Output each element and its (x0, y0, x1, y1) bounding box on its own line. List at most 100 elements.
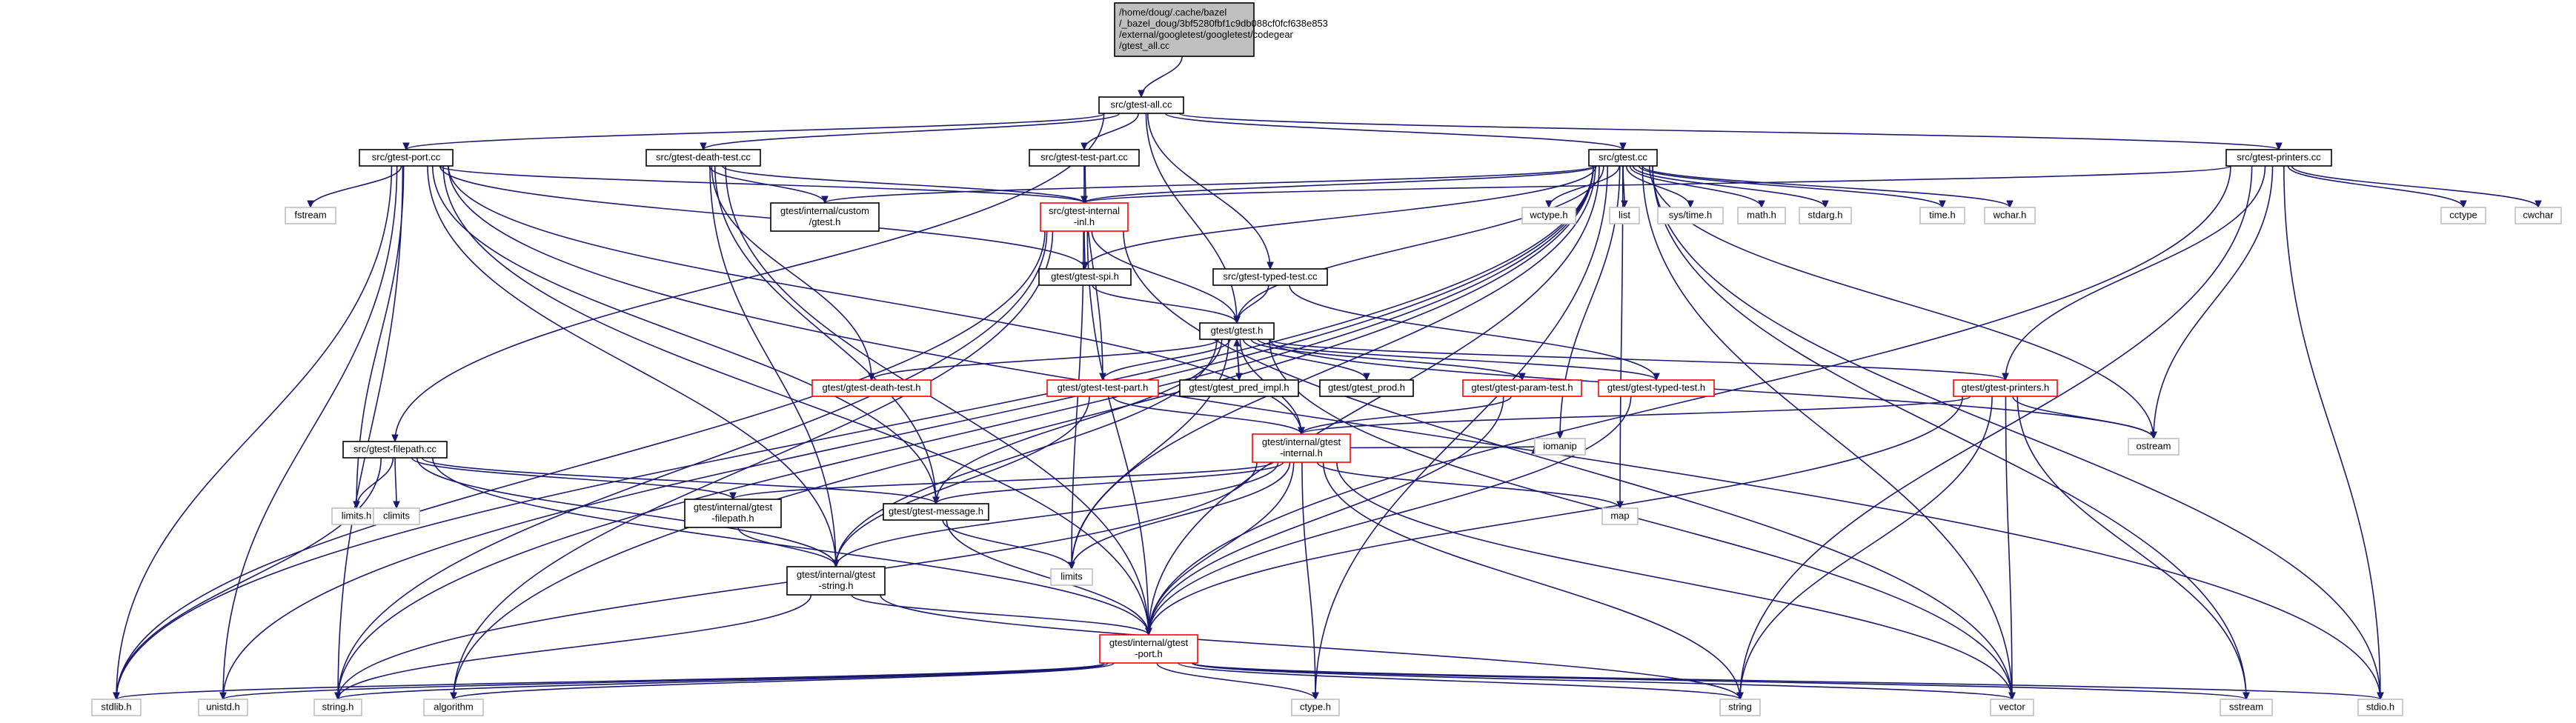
node-gtest-printers-cc[interactable]: src/gtest-printers.cc (2225, 149, 2332, 167)
node-limits-h[interactable]: limits.h (331, 507, 382, 525)
edge-gtest-port-h-to-vector (1191, 662, 2013, 700)
node-stdlib-h[interactable]: stdlib.h (91, 699, 142, 716)
node-box-sys-time-h (1657, 207, 1724, 224)
edge-gtest-string-h-to-gtest-port-h (851, 594, 1149, 636)
edge-gtest-cc-to-limits (1071, 165, 1596, 570)
node-sstream[interactable]: sstream (2220, 699, 2273, 716)
node-map[interactable]: map (1601, 507, 1639, 525)
node-gtest-all-cc[interactable]: src/gtest-all.cc (1098, 96, 1184, 114)
edge-gtest-death-test-cc-to-gtest-message-h (714, 165, 937, 504)
edge-gtest-port-h-to-string-h (337, 662, 1109, 700)
node-root[interactable]: /home/doug/.cache/bazel/_bazel_doug/3bf5… (1114, 2, 1328, 57)
node-time-h[interactable]: time.h (1919, 207, 1965, 224)
node-label-math-h-line-0: math.h (1747, 210, 1776, 221)
node-vector[interactable]: vector (1990, 699, 2034, 716)
node-box-algorithm (423, 699, 484, 716)
node-gtest-port-cc[interactable]: src/gtest-port.cc (359, 149, 454, 167)
node-label-gtest-port-h-line-1: -port.h (1135, 648, 1163, 659)
node-box-fstream (285, 207, 336, 224)
node-sys-time-h[interactable]: sys/time.h (1657, 207, 1724, 224)
node-gtest-internal-h[interactable]: gtest/internal/gtest-internal.h (1252, 433, 1351, 463)
node-gtest-filepath-h[interactable]: gtest/internal/gtest-filepath.h (684, 499, 782, 528)
arrowhead-gtest-printers-cc-to-gtest-internal-inl-h (1080, 196, 1088, 204)
arrowhead-gtest-filepath-h-to-gtest-string-h (832, 559, 840, 568)
node-label-custom-gtest-h-line-0: gtest/internal/custom (780, 205, 869, 216)
node-iomanip[interactable]: iomanip (1534, 438, 1586, 456)
node-wctype-h[interactable]: wctype.h (1521, 207, 1576, 224)
node-wchar-h[interactable]: wchar.h (1984, 207, 2036, 224)
arrowhead-gtest-all-cc-to-gtest-test-part-cc (1080, 142, 1088, 151)
node-label-limits-line-0: limits (1060, 571, 1083, 582)
node-label-gtest-test-part-h-line-0: gtest/gtest-test-part.h (1058, 382, 1149, 393)
node-label-wchar-h-line-0: wchar.h (1993, 210, 2027, 221)
node-string[interactable]: string (1719, 699, 1761, 716)
node-stdio-h[interactable]: stdio.h (2357, 699, 2403, 716)
node-gtest-death-test-h[interactable]: gtest/gtest-death-test.h (811, 379, 932, 397)
node-gtest-h[interactable]: gtest/gtest.h (1199, 322, 1275, 340)
edge-gtest-typed-test-h-to-gtest-port-h (1148, 396, 1632, 636)
node-cwchar[interactable]: cwchar (2514, 207, 2562, 224)
node-gtest-test-part-cc[interactable]: src/gtest-test-part.cc (1029, 149, 1140, 167)
node-box-gtest-test-part-cc (1029, 149, 1140, 167)
edge-gtest-h-to-gtest-death-test-h (871, 339, 1220, 381)
node-box-gtest-internal-inl-h (1040, 202, 1129, 232)
node-gtest-death-test-cc[interactable]: src/gtest-death-test.cc (645, 149, 761, 167)
edges-layer (113, 56, 2542, 701)
edge-gtest-death-test-cc-to-gtest-string-h (709, 165, 837, 567)
node-gtest-param-test-h[interactable]: gtest/gtest-param-test.h (1462, 379, 1582, 397)
node-cctype[interactable]: cctype (2440, 207, 2486, 224)
arrowhead-gtest-cc-to-wctype-h (1545, 200, 1553, 209)
node-label-gtest-spi-h-line-0: gtest/gtest-spi.h (1051, 271, 1119, 282)
node-box-sstream (2220, 699, 2273, 716)
node-gtest-filepath-cc[interactable]: src/gtest-filepath.cc (342, 441, 448, 459)
node-box-gtest-string-h (786, 566, 886, 596)
node-box-map (1601, 507, 1639, 525)
edge-gtest-port-cc-to-stdio-h (448, 165, 2381, 700)
arrowhead-gtest-port-h-to-stdio-h (2377, 692, 2384, 701)
node-climits[interactable]: climits (373, 507, 420, 525)
node-label-gtest-death-test-cc-line-0: src/gtest-death-test.cc (656, 152, 751, 163)
node-gtest-pred-impl-h[interactable]: gtest/gtest_pred_impl.h (1179, 379, 1299, 397)
node-fstream[interactable]: fstream (285, 207, 336, 224)
edge-gtest-spi-h-to-gtest-h (1092, 284, 1238, 324)
node-gtest-spi-h[interactable]: gtest/gtest-spi.h (1038, 268, 1132, 286)
nodes-layer: /home/doug/.cache/bazel/_bazel_doug/3bf5… (91, 2, 2562, 716)
node-box-wctype-h (1521, 207, 1576, 224)
node-gtest-printers-h[interactable]: gtest/gtest-printers.h (1953, 379, 2058, 397)
edge-gtest-printers-h-to-sstream (2016, 396, 2247, 700)
node-gtest-test-part-h[interactable]: gtest/gtest-test-part.h (1046, 379, 1159, 397)
arrowhead-gtest-h-to-gtest-death-test-h (868, 373, 875, 382)
node-stdarg-h[interactable]: stdarg.h (1799, 207, 1852, 224)
node-gtest-port-h[interactable]: gtest/internal/gtest-port.h (1099, 634, 1198, 664)
edge-gtest-port-h-to-algorithm (453, 662, 1115, 700)
node-custom-gtest-h[interactable]: gtest/internal/custom/gtest.h (770, 202, 880, 232)
node-box-gtest-param-test-h (1462, 379, 1582, 397)
arrowhead-gtest-port-cc-to-fstream (307, 200, 314, 209)
node-gtest-internal-inl-h[interactable]: src/gtest-internal-inl.h (1040, 202, 1129, 232)
node-gtest-prod-h[interactable]: gtest/gtest_prod.h (1319, 379, 1414, 397)
node-limits[interactable]: limits (1050, 568, 1093, 586)
node-gtest-typed-test-cc[interactable]: src/gtest-typed-test.cc (1212, 268, 1328, 286)
edge-gtest-all-cc-to-gtest-death-test-cc (703, 113, 1121, 150)
node-algorithm[interactable]: algorithm (423, 699, 484, 716)
node-gtest-typed-test-h[interactable]: gtest/gtest-typed-test.h (1598, 379, 1715, 397)
edge-gtest-printers-cc-to-ostream (2153, 165, 2274, 439)
node-gtest-message-h[interactable]: gtest/gtest-message.h (883, 503, 989, 521)
node-ostream[interactable]: ostream (2128, 438, 2180, 456)
node-math-h[interactable]: math.h (1737, 207, 1786, 224)
edge-gtest-param-test-h-to-gtest-internal-h (1301, 396, 1512, 435)
arrowhead-gtest-port-h-to-string (1736, 692, 1744, 701)
node-label-gtest-all-cc-line-0: src/gtest-all.cc (1110, 99, 1172, 110)
node-ctype-h[interactable]: ctype.h (1291, 699, 1340, 716)
edge-gtest-filepath-cc-to-gtest-port-h (432, 457, 1149, 636)
node-gtest-string-h[interactable]: gtest/internal/gtest-string.h (786, 566, 886, 596)
node-label-gtest-filepath-cc-line-0: src/gtest-filepath.cc (353, 444, 436, 455)
node-string-h[interactable]: string.h (313, 699, 362, 716)
node-list[interactable]: list (1609, 207, 1640, 224)
node-box-string-h (313, 699, 362, 716)
arrowhead-gtest-port-h-to-sstream (2243, 692, 2250, 701)
edge-gtest-all-cc-to-gtest-printers-cc (1178, 113, 2280, 150)
node-unistd-h[interactable]: unistd.h (198, 699, 248, 716)
node-box-time-h (1919, 207, 1965, 224)
node-gtest-cc[interactable]: src/gtest.cc (1588, 149, 1658, 167)
